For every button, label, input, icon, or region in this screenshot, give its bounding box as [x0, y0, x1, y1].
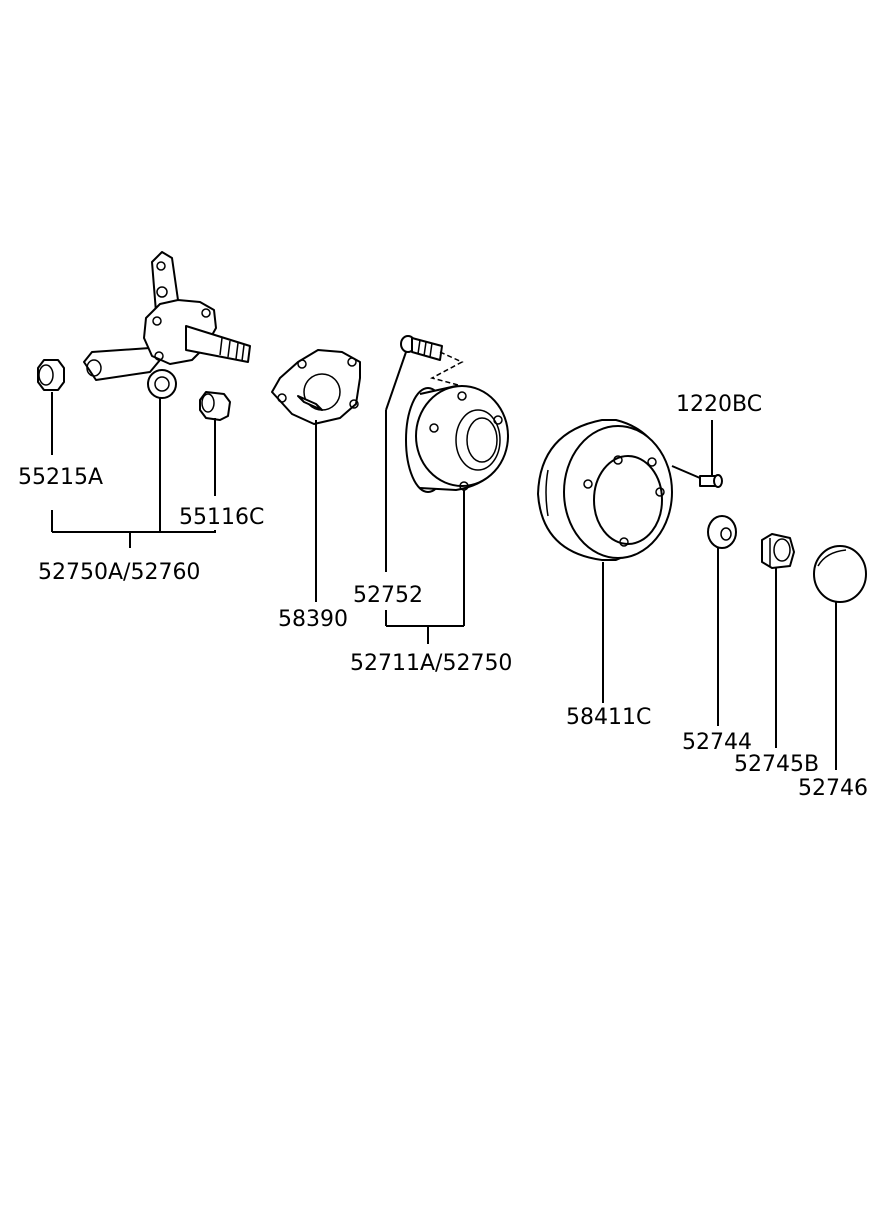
label-58390: 58390 [278, 607, 348, 632]
backing-plate-part [271, 349, 361, 425]
label-52752: 52752 [353, 583, 423, 608]
bolt-path-dashed [429, 351, 464, 387]
screw-1220bc-part [699, 474, 723, 488]
hub-part [405, 385, 509, 493]
bushing-55116c-part [199, 391, 231, 421]
nut-part [761, 533, 795, 569]
hub-leader-lines [385, 351, 465, 644]
label-55116c: 55116C [179, 505, 264, 530]
label-1220bc: 1220BC [676, 392, 762, 417]
washer-part [707, 515, 737, 549]
label-52745b: 52745B [734, 752, 819, 777]
knuckle-leader-lines [51, 392, 216, 548]
knuckle-part [83, 251, 251, 399]
brake-drum-part [537, 419, 673, 561]
label-52711a-52750: 52711A/52750 [350, 651, 512, 676]
grease-cap-part [813, 545, 867, 603]
bushing-55215a-part [37, 359, 65, 391]
label-58411c: 58411C [566, 705, 651, 730]
label-55215a: 55215A [18, 465, 103, 490]
label-52750a-52760: 52750A/52760 [38, 560, 200, 585]
label-52746: 52746 [798, 776, 868, 801]
screw-leader-diag [671, 465, 701, 479]
hub-bolt-part [400, 335, 443, 361]
label-52744: 52744 [682, 730, 752, 755]
